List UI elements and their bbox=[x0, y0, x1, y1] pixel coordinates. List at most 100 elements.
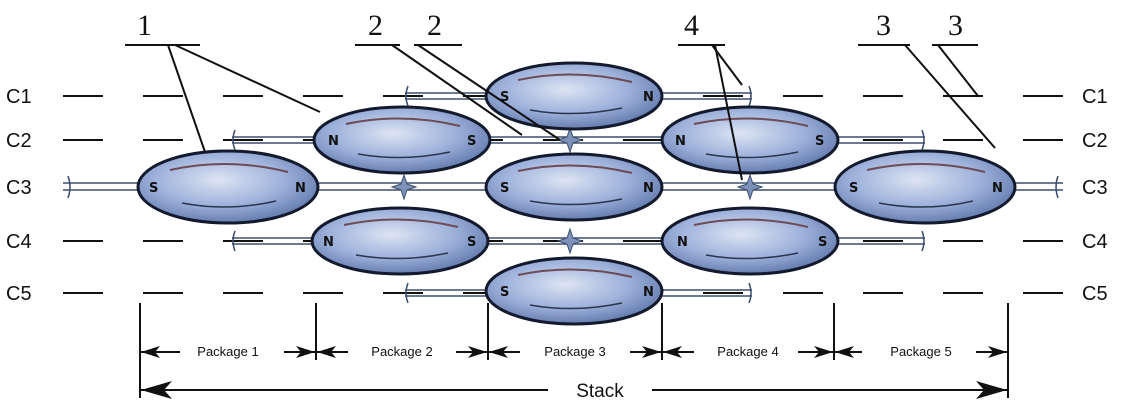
package-label-4: Package 4 bbox=[717, 344, 778, 359]
arrow-left-icon bbox=[317, 346, 336, 358]
rod-end-caps bbox=[67, 85, 1059, 304]
leader-line bbox=[937, 44, 979, 97]
package-label-3: Package 3 bbox=[544, 344, 605, 359]
pole-label-left: S bbox=[500, 90, 509, 105]
pole-label-left: S bbox=[149, 181, 158, 196]
end-cap-icon bbox=[405, 282, 409, 304]
pole-label-right: N bbox=[643, 285, 654, 300]
pole-label-right: S bbox=[467, 235, 476, 250]
magnet-sheen bbox=[517, 268, 633, 278]
magnet: N S bbox=[660, 105, 840, 175]
arrow-right-icon bbox=[976, 381, 1007, 399]
magnets: S N N S N S S N bbox=[136, 61, 1017, 326]
leader-line bbox=[167, 44, 206, 153]
package-dimensions bbox=[139, 303, 1009, 398]
pole-label-left: S bbox=[849, 181, 858, 196]
leader-line bbox=[714, 44, 743, 181]
pole-label-right: S bbox=[818, 235, 827, 250]
arrow-left-icon bbox=[663, 346, 682, 358]
magnet-body bbox=[660, 206, 840, 276]
callout-number: 1 bbox=[137, 9, 152, 42]
pole-label-right: N bbox=[643, 181, 654, 196]
magnet: N S bbox=[660, 206, 840, 276]
magnet-body bbox=[484, 61, 664, 131]
arrow-right-icon bbox=[296, 346, 315, 358]
leader-line bbox=[417, 44, 561, 141]
end-cap-icon bbox=[921, 129, 925, 151]
magnet-body bbox=[312, 105, 492, 175]
magnet-sheen bbox=[878, 200, 974, 208]
arrowheads bbox=[141, 346, 1007, 399]
package-labels: Package 1 Package 2 Package 3 Package 4 … bbox=[197, 344, 951, 359]
callout-labels: 1 2 2 4 3 3 bbox=[137, 9, 963, 42]
callout-number: 2 bbox=[427, 9, 442, 42]
arrow-right-icon bbox=[988, 346, 1007, 358]
arrow-right-icon bbox=[642, 346, 661, 358]
end-cap-icon bbox=[921, 230, 925, 252]
row-label-c2: C2 bbox=[6, 130, 32, 152]
magnet-sheen bbox=[517, 73, 633, 83]
row-label-c3: C3 bbox=[1082, 177, 1108, 199]
callouts bbox=[125, 44, 996, 181]
package-label-1: Package 1 bbox=[197, 344, 258, 359]
magnet-body bbox=[484, 256, 664, 326]
row-label-c2: C2 bbox=[1082, 130, 1108, 152]
magnet-sheen bbox=[705, 252, 799, 260]
magnet-body bbox=[833, 149, 1017, 225]
row-label-c3: C3 bbox=[6, 177, 32, 199]
junction-star-icon bbox=[390, 173, 418, 201]
magnet-sheen bbox=[529, 107, 623, 115]
magnet-sheen bbox=[345, 117, 461, 127]
end-cap-icon bbox=[232, 129, 236, 151]
arrow-right-icon bbox=[814, 346, 833, 358]
magnet: S N bbox=[484, 152, 664, 222]
leader-line bbox=[904, 44, 996, 149]
junction-star-icon bbox=[736, 173, 764, 201]
pole-label-right: N bbox=[295, 181, 306, 196]
magnet: S N bbox=[484, 256, 664, 326]
package-label-5: Package 5 bbox=[890, 344, 951, 359]
magnet-sheen bbox=[529, 198, 623, 206]
magnet-body bbox=[484, 152, 664, 222]
arrow-left-icon bbox=[489, 346, 508, 358]
callout-number: 2 bbox=[368, 9, 383, 42]
leader-line bbox=[174, 44, 321, 113]
pole-label-left: S bbox=[500, 181, 509, 196]
magnet: S N bbox=[833, 149, 1017, 225]
end-cap-icon bbox=[232, 230, 236, 252]
magnet: S N bbox=[484, 61, 664, 131]
callout-number: 3 bbox=[876, 9, 891, 42]
arrow-right-icon bbox=[468, 346, 487, 358]
row-label-c4: C4 bbox=[1082, 231, 1108, 253]
magnet: N S bbox=[310, 206, 490, 276]
magnet-body bbox=[136, 149, 320, 225]
magnet-body bbox=[660, 105, 840, 175]
junction-star-icon bbox=[556, 227, 584, 255]
arrow-left-icon bbox=[141, 346, 160, 358]
row-labels-right: C1 C2 C3 C4 C5 bbox=[1082, 86, 1108, 305]
row-label-c4: C4 bbox=[6, 231, 32, 253]
magnet-sheen bbox=[517, 164, 633, 174]
pole-label-left: N bbox=[323, 235, 334, 250]
junctions bbox=[390, 126, 764, 255]
magnet-sheen bbox=[343, 218, 459, 228]
end-cap-icon bbox=[405, 85, 409, 107]
magnet: N S bbox=[312, 105, 492, 175]
magnet-sheen bbox=[181, 200, 277, 208]
row-label-c1: C1 bbox=[6, 86, 32, 108]
pole-label-right: N bbox=[992, 181, 1003, 196]
magnet-sheen bbox=[693, 218, 809, 228]
end-cap-icon bbox=[748, 85, 752, 107]
magnet-sheen bbox=[693, 117, 809, 127]
magnet-sheen bbox=[705, 151, 799, 159]
stack-label: Stack bbox=[576, 381, 624, 402]
junction-star-icon bbox=[556, 126, 584, 154]
end-cap-icon bbox=[748, 282, 752, 304]
row-label-c5: C5 bbox=[6, 283, 32, 305]
callout-number: 3 bbox=[948, 9, 963, 42]
row-label-c1: C1 bbox=[1082, 86, 1108, 108]
row-label-c5: C5 bbox=[1082, 283, 1108, 305]
pole-label-right: N bbox=[643, 90, 654, 105]
pole-label-right: S bbox=[815, 134, 824, 149]
end-cap-icon bbox=[67, 175, 71, 199]
